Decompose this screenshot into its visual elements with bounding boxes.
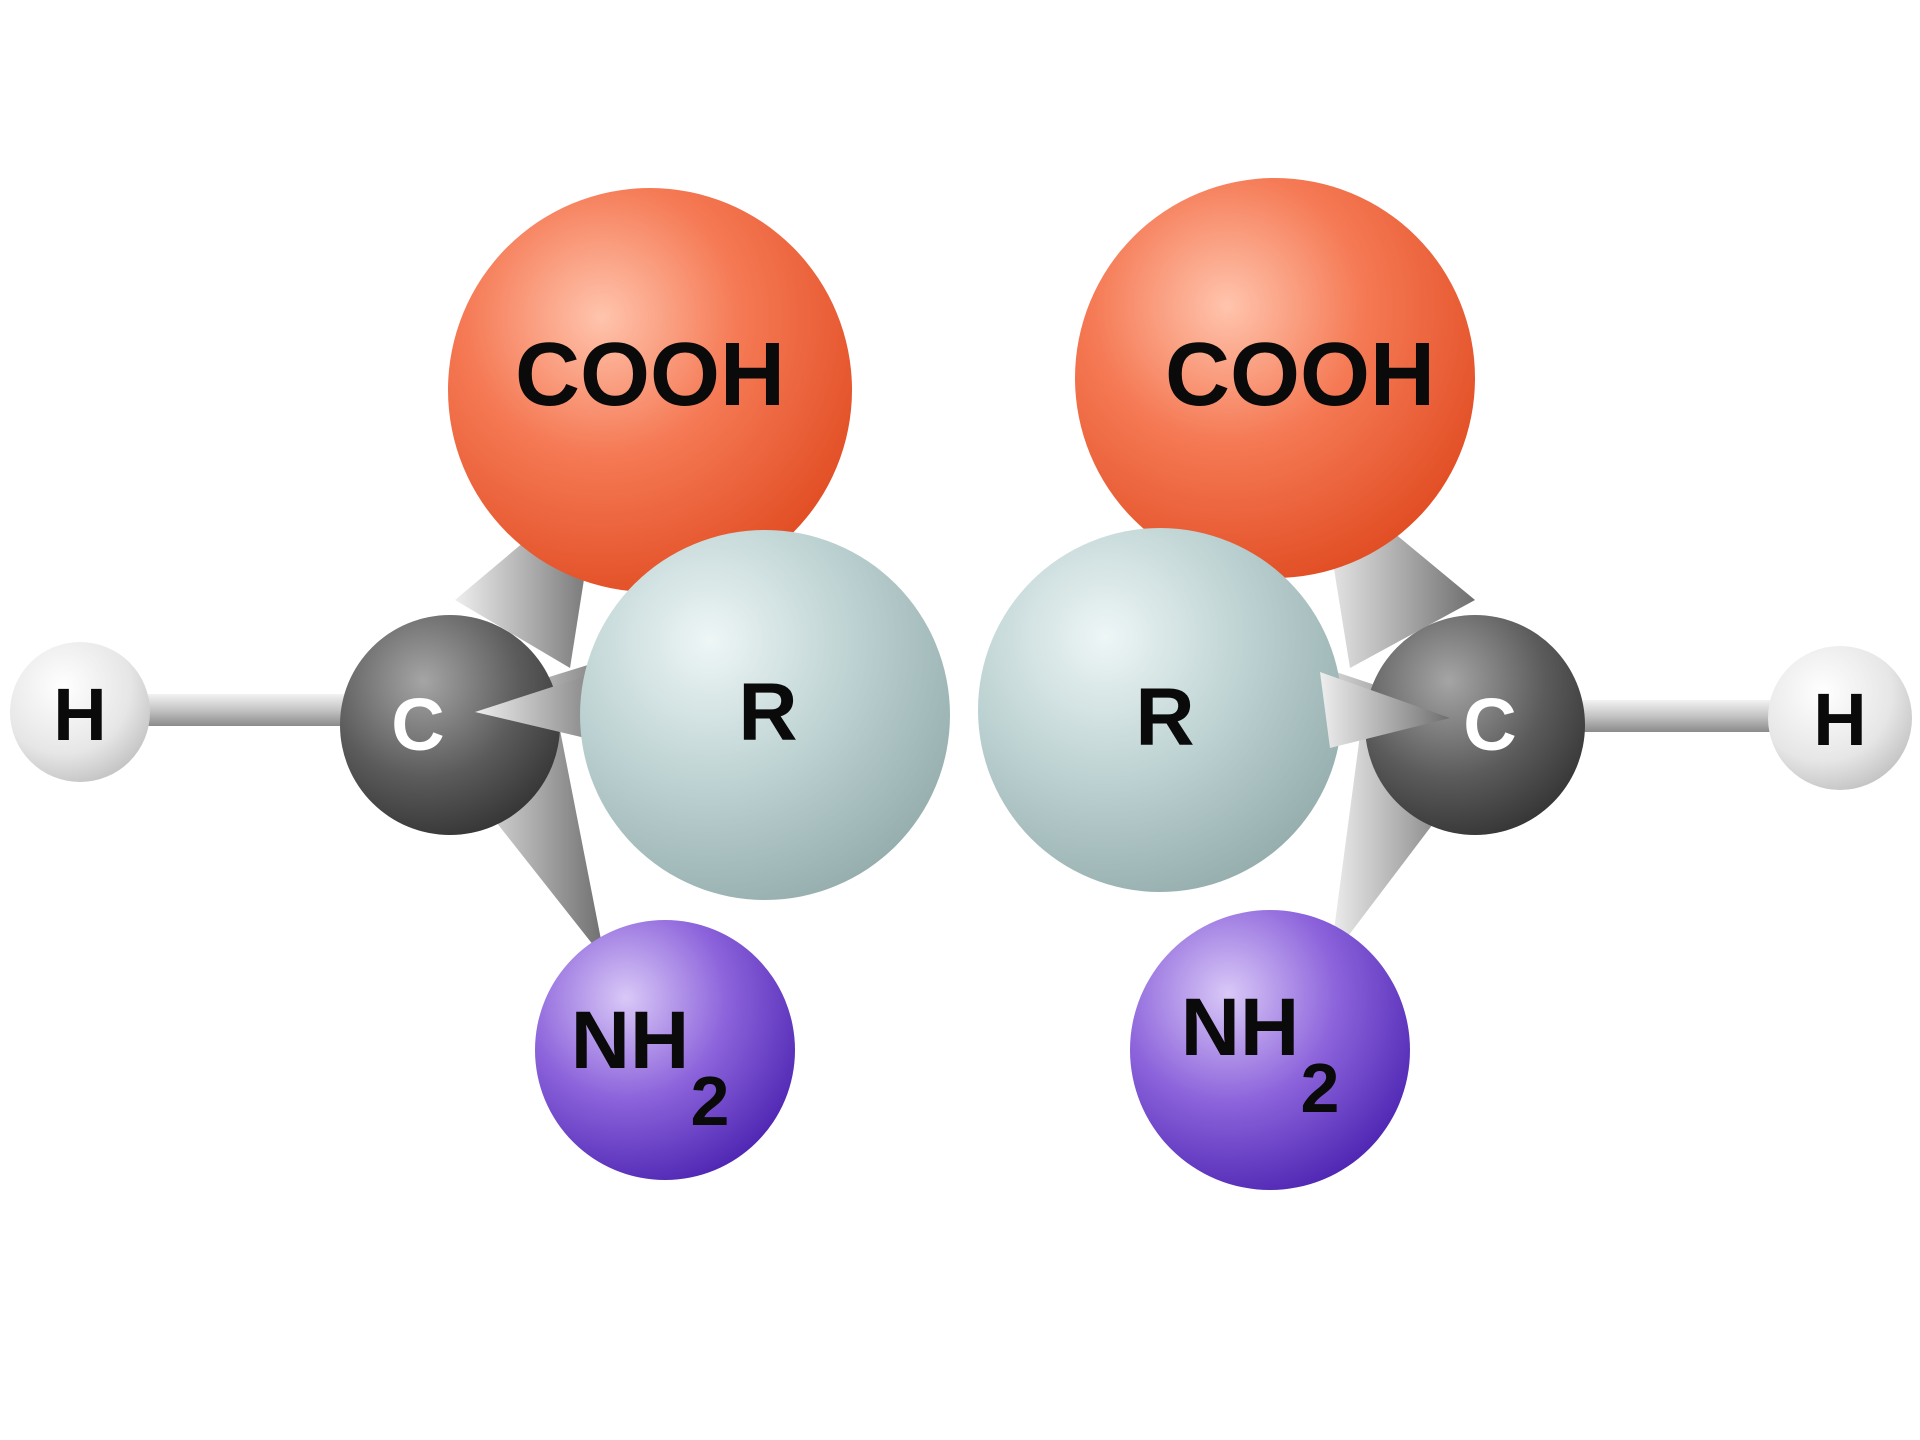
amino-atom [1130,910,1410,1190]
molecule-right: COOH C R H NH 2 [978,178,1912,1190]
amino-atom [535,920,795,1180]
carbon-label: C [391,683,444,766]
molecule-left: COOH C R H NH 2 [10,188,950,1180]
carbon-label: C [1463,683,1516,766]
amino-label: NH [571,995,689,1086]
amino-subscript-label: 2 [691,1062,730,1140]
hydrogen-label: H [53,673,106,756]
side-chain-atom [580,530,950,900]
amino-label: NH [1181,982,1299,1073]
carbon-atom [340,615,560,835]
side-chain-label: R [1135,672,1194,763]
carboxyl-atom [448,188,852,592]
side-chain-atom [978,528,1342,892]
amino-subscript-label: 2 [1301,1049,1340,1127]
carboxyl-atom [1075,178,1475,578]
side-chain-label: R [738,667,797,758]
hydrogen-atom [10,642,150,782]
carboxyl-label: COOH [1165,325,1435,425]
hydrogen-atom [1768,646,1912,790]
carbon-atom [1365,615,1585,835]
wedge-bond-c-r-front [1320,672,1450,748]
hydrogen-label: H [1813,678,1866,761]
carboxyl-label: COOH [515,325,785,425]
